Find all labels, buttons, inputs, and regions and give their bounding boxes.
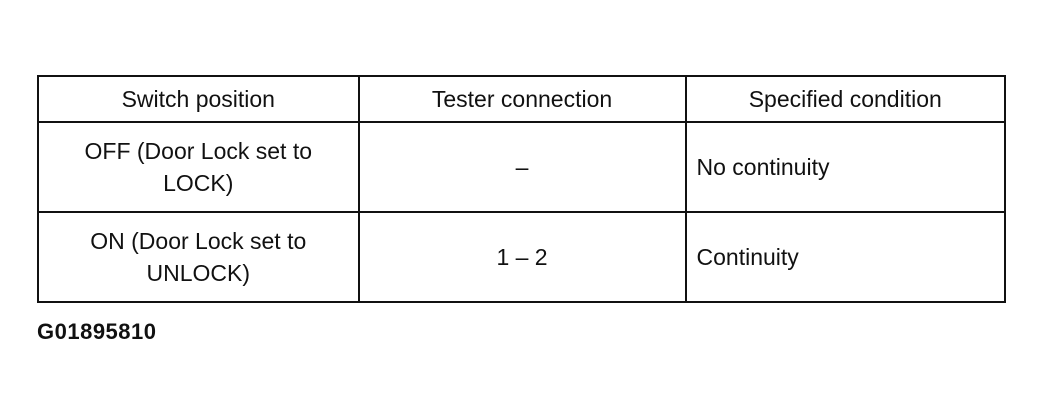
specified-condition-cell: No continuity <box>684 121 1006 213</box>
switch-position-cell: OFF (Door Lock set to LOCK) <box>37 121 360 213</box>
header-tester-connection: Tester connection <box>357 75 687 123</box>
table-header-row: Switch position Tester connection Specif… <box>37 75 1006 123</box>
table-row: OFF (Door Lock set to LOCK) – No continu… <box>37 121 1006 213</box>
specification-table: Switch position Tester connection Specif… <box>37 75 1006 303</box>
tester-connection-cell: 1 – 2 <box>357 211 687 303</box>
header-specified-condition: Specified condition <box>684 75 1006 123</box>
figure-id: G01895810 <box>37 319 157 344</box>
switch-position-cell: ON (Door Lock set to UNLOCK) <box>37 211 360 303</box>
specified-condition-cell: Continuity <box>684 211 1006 303</box>
tester-connection-cell: – <box>357 121 687 213</box>
table-row: ON (Door Lock set to UNLOCK) 1 – 2 Conti… <box>37 211 1006 303</box>
header-switch-position: Switch position <box>37 75 360 123</box>
